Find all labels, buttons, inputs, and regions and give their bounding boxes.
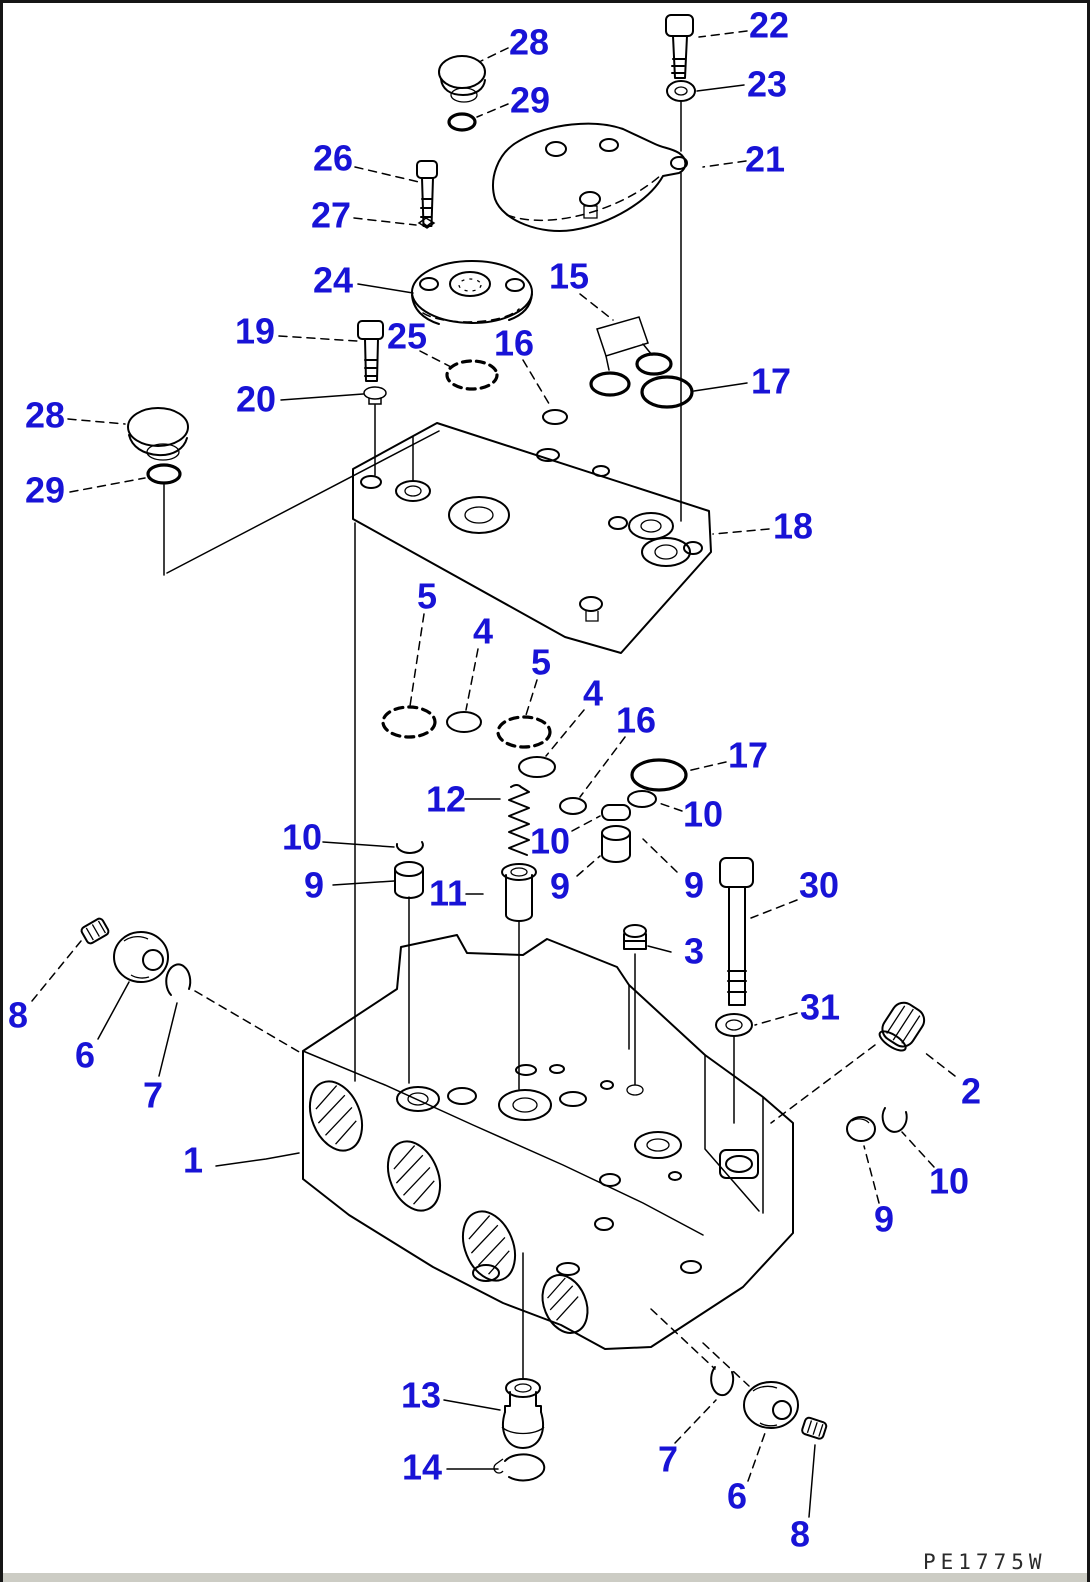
part-bolt-8-left	[80, 917, 110, 945]
part-nut-27	[417, 217, 436, 229]
part-plug-28-top	[438, 55, 486, 103]
callout-30: 30	[799, 865, 839, 906]
part-valve-group-15	[589, 316, 673, 397]
part-plug-2	[878, 1001, 926, 1052]
part-ring-10-left	[395, 841, 424, 854]
callout-16: 16	[494, 323, 534, 364]
callout-7: 7	[143, 1075, 163, 1116]
callout-1: 1	[183, 1140, 203, 1181]
callout-9: 9	[550, 866, 570, 907]
callout-10: 10	[282, 817, 322, 858]
callout-18: 18	[773, 506, 813, 547]
part-valve-body-1	[302, 934, 794, 1350]
callout-23: 23	[747, 64, 787, 105]
callout-numbers: 28 29 22 23 21 26 27 24 15 19 25 16 17 2…	[8, 5, 981, 1555]
callout-31: 31	[800, 987, 840, 1028]
callout-7: 7	[658, 1439, 678, 1480]
callout-8: 8	[8, 995, 28, 1036]
part-ring-4-right	[518, 756, 556, 778]
part-washer-23	[666, 80, 696, 102]
callout-28: 28	[509, 22, 549, 63]
callout-10: 10	[683, 794, 723, 835]
callout-5: 5	[417, 576, 437, 617]
exploded-view-drawing: 28 29 22 23 21 26 27 24 15 19 25 16 17 2…	[8, 5, 1047, 1575]
callout-10: 10	[929, 1161, 969, 1202]
callout-26: 26	[313, 138, 353, 179]
callout-leaders	[31, 30, 956, 1518]
part-fitting-3	[623, 924, 647, 1096]
part-snap-ring-14	[493, 1453, 546, 1482]
assembly-lines	[163, 100, 876, 1387]
part-bolt-22	[665, 14, 694, 79]
part-plug-28-left	[127, 407, 189, 461]
part-oring-25	[445, 359, 499, 391]
part-bolt-19	[357, 320, 384, 382]
part-bolt-8-bottom	[801, 1416, 828, 1440]
callout-17: 17	[751, 361, 791, 402]
part-oring-5-right	[496, 715, 552, 749]
callout-24: 24	[313, 260, 353, 301]
callout-10: 10	[530, 821, 570, 862]
part-nut-6-bottom	[743, 1381, 799, 1429]
part-flange-24	[411, 260, 533, 325]
callout-6: 6	[727, 1476, 747, 1517]
part-plug-9-left	[394, 861, 424, 899]
part-ring-10-body-right	[881, 1107, 908, 1133]
callout-9: 9	[874, 1199, 894, 1240]
part-bushing-11	[501, 863, 537, 922]
part-bolt-30	[719, 857, 754, 1006]
callout-16: 16	[616, 700, 656, 741]
part-ring-10-mid	[601, 804, 631, 821]
callout-13: 13	[401, 1375, 441, 1416]
part-separator-plate-18	[352, 422, 712, 654]
callout-11: 11	[429, 873, 467, 914]
part-cover-plate-21	[492, 122, 688, 232]
callout-5: 5	[531, 642, 551, 683]
callout-6: 6	[75, 1035, 95, 1076]
callout-28: 28	[25, 395, 65, 436]
callout-21: 21	[745, 139, 785, 180]
callout-8: 8	[790, 1514, 810, 1555]
part-nut-6-left	[113, 931, 169, 983]
page-bottom-strip	[3, 1573, 1087, 1582]
callout-29: 29	[25, 470, 65, 511]
part-oring-5-left	[381, 705, 437, 739]
part-oring-29-top	[447, 112, 477, 132]
part-plug-9-mid	[601, 825, 631, 863]
callout-29: 29	[510, 80, 550, 121]
part-ring-16-top	[542, 409, 568, 425]
part-snap-ring-7-bottom	[710, 1366, 735, 1397]
callout-27: 27	[311, 195, 351, 236]
callout-14: 14	[402, 1447, 442, 1488]
callout-17: 17	[728, 735, 768, 776]
callout-19: 19	[235, 311, 275, 352]
part-oring-17-top	[640, 375, 694, 409]
part-oring-29-left	[146, 463, 182, 485]
part-ring-10-right	[627, 790, 657, 808]
part-ring-4-left	[446, 711, 482, 733]
callout-12: 12	[426, 779, 466, 820]
callout-20: 20	[236, 379, 276, 420]
drawing-code: PE1775W	[923, 1550, 1047, 1574]
part-ring-16-lower	[559, 797, 587, 815]
part-oring-17-lower	[630, 758, 688, 792]
callout-2: 2	[961, 1071, 981, 1112]
part-fitting-13	[501, 1378, 545, 1449]
callout-3: 3	[684, 931, 704, 972]
part-fitting-20	[363, 386, 387, 405]
part-washer-31	[715, 1013, 753, 1037]
callout-4: 4	[473, 611, 493, 652]
callout-9: 9	[684, 865, 704, 906]
part-bolt-26	[416, 160, 438, 227]
callout-25: 25	[387, 316, 427, 357]
part-spring-12	[508, 784, 530, 856]
callout-9: 9	[304, 865, 324, 906]
part-plug-9-body-right	[846, 1116, 876, 1142]
callout-15: 15	[549, 256, 589, 297]
callout-4: 4	[583, 673, 603, 714]
callout-22: 22	[749, 5, 789, 46]
part-snap-ring-7-left	[165, 963, 192, 996]
